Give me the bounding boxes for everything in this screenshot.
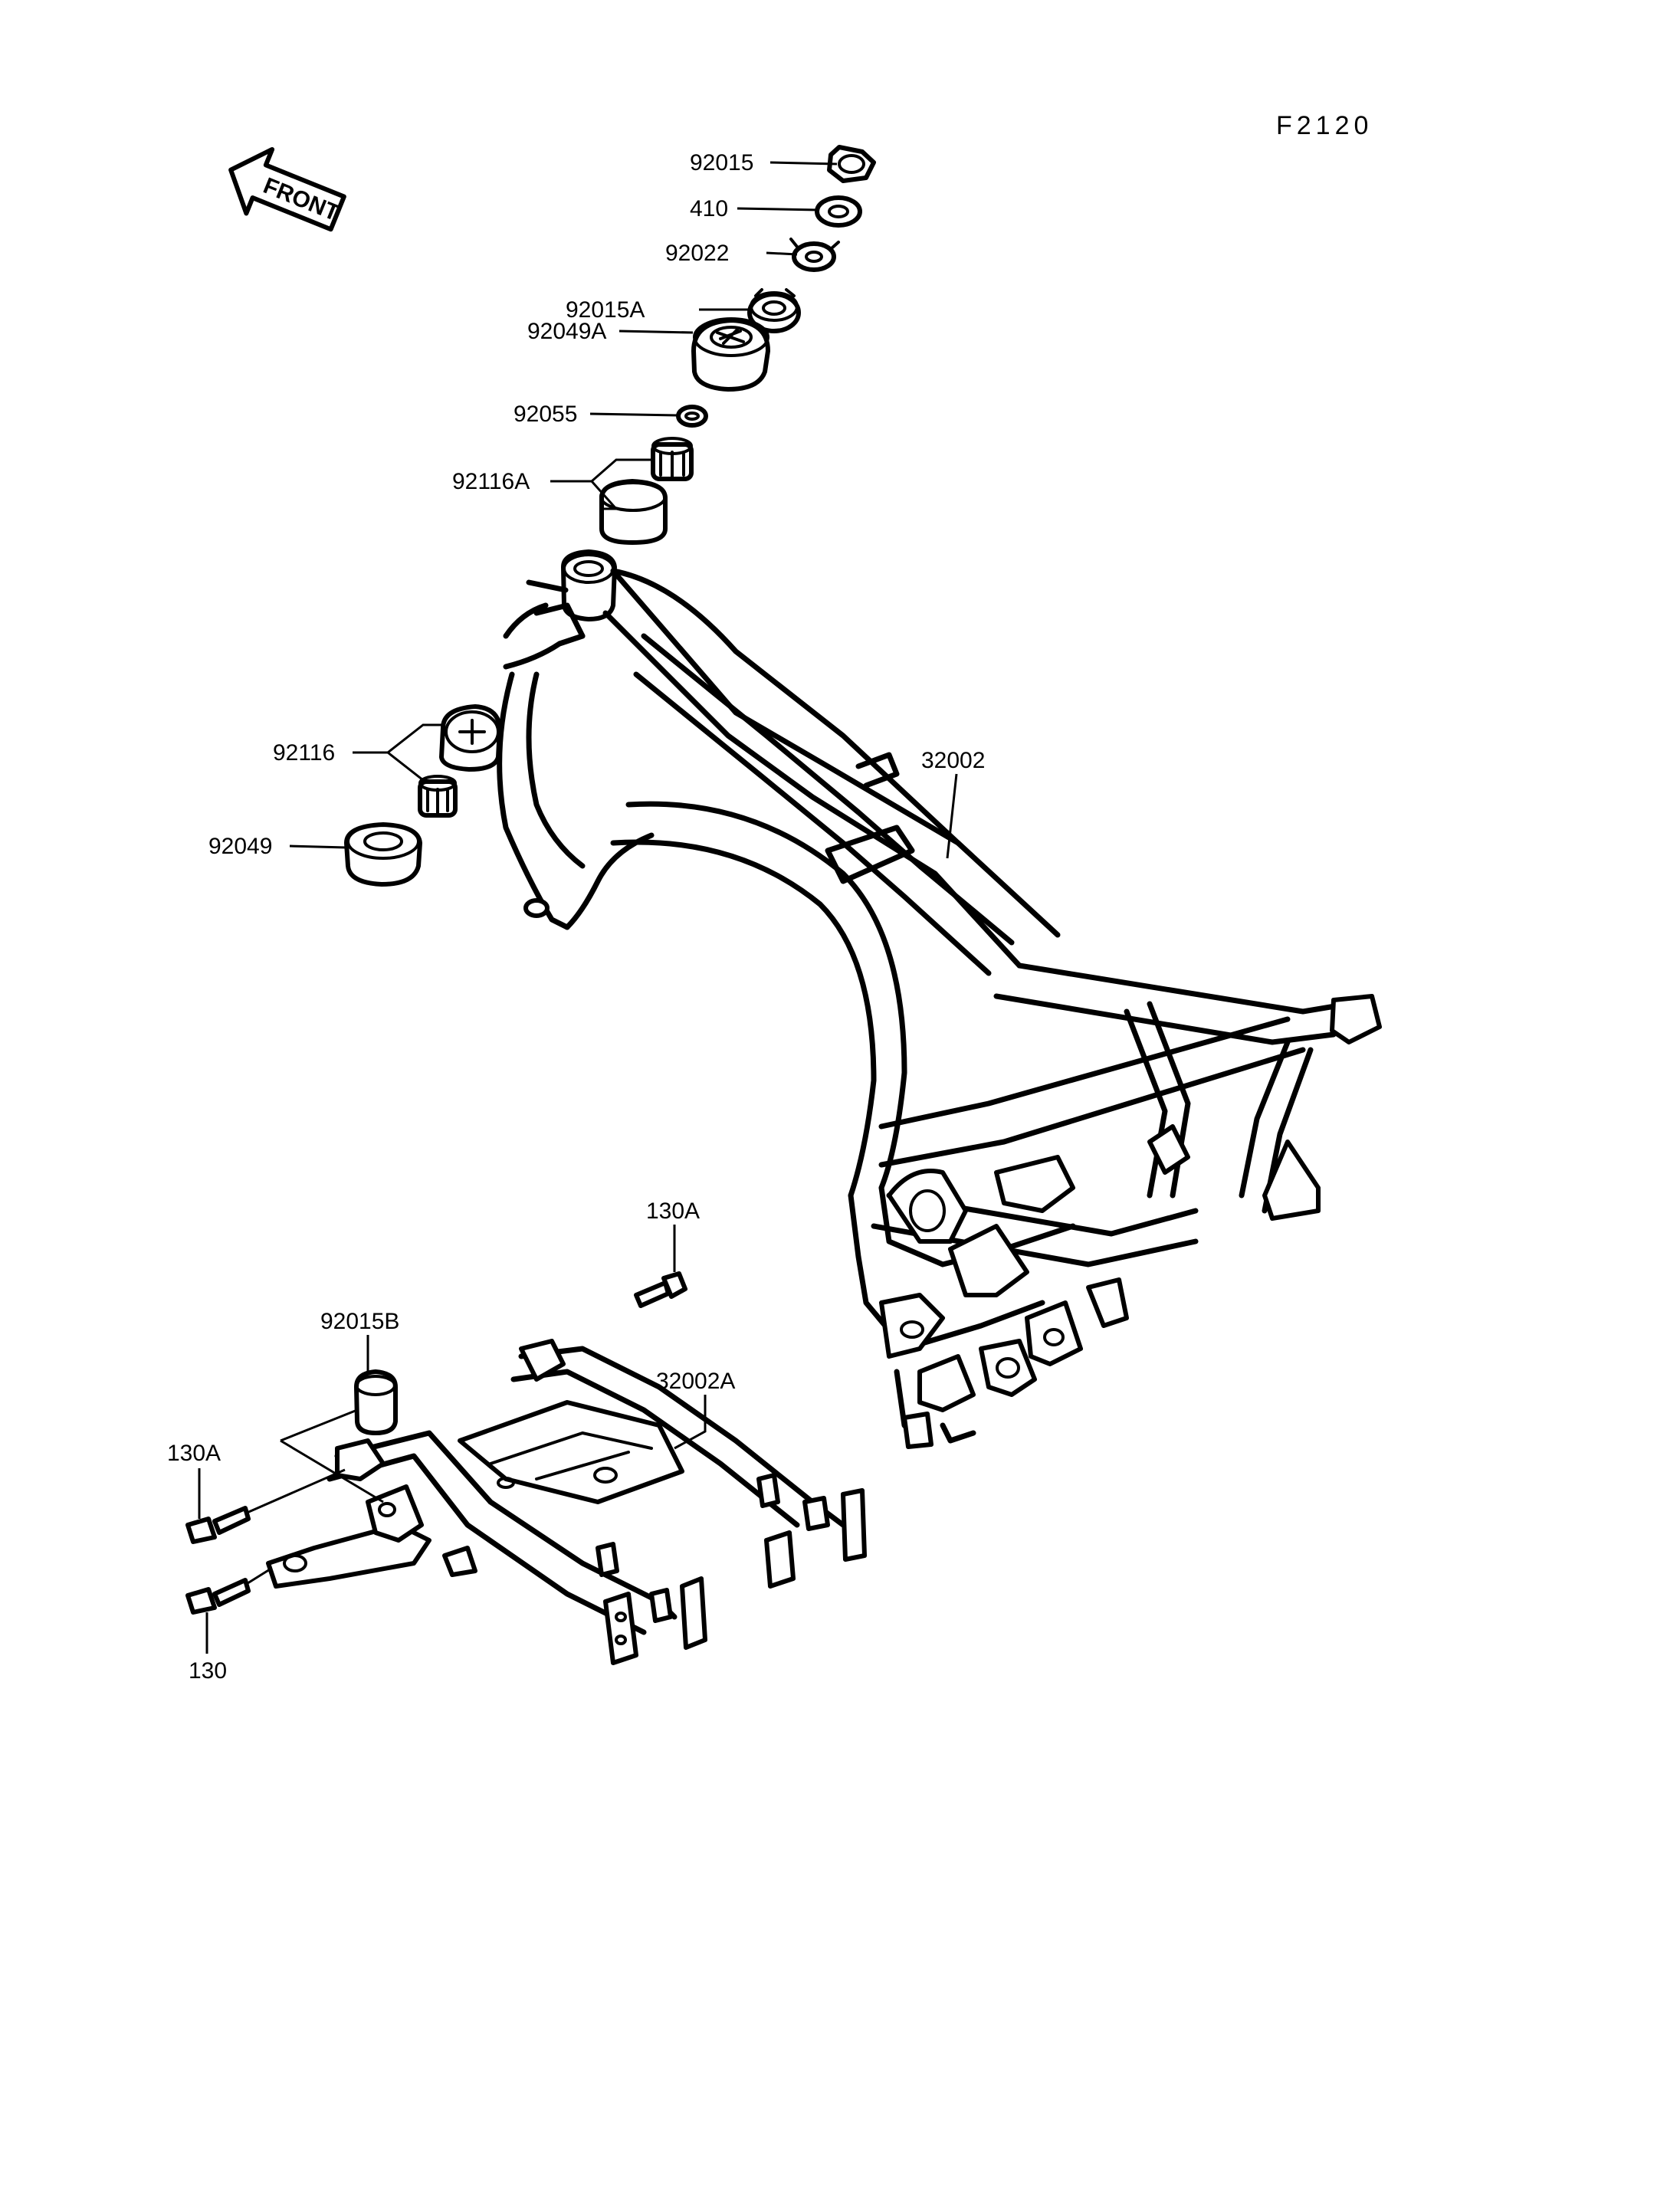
lock-washer-92022-icon	[789, 238, 840, 272]
bearing-race-92049A-icon	[691, 317, 770, 392]
bearing-92116A-icon	[599, 437, 694, 545]
callout-92015: 92015	[690, 150, 753, 175]
callout-92015B: 92015B	[320, 1309, 399, 1334]
washer-410-icon	[815, 195, 862, 228]
callout-92055: 92055	[514, 402, 577, 427]
bearing-race-92049-icon	[344, 822, 422, 887]
figure-code: F2120	[1276, 111, 1373, 140]
callout-130A-top: 130A	[646, 1199, 700, 1224]
callout-92116: 92116	[273, 740, 335, 766]
stem-nut-92015A-icon	[747, 288, 801, 333]
main-frame-32002-icon	[497, 549, 1382, 1449]
nut-92015-icon	[827, 145, 876, 183]
bolt-130A-top-icon	[634, 1271, 687, 1308]
callout-32002: 32002	[921, 748, 985, 773]
front-arrow-icon: FRONT	[228, 146, 346, 232]
bolt-130-icon	[185, 1578, 251, 1615]
bearing-92116-icon	[418, 704, 502, 818]
callout-92049A: 92049A	[527, 319, 606, 344]
callout-410: 410	[690, 196, 728, 221]
callout-92049: 92049	[208, 834, 272, 859]
callout-130: 130	[189, 1658, 227, 1684]
callout-92116A: 92116A	[452, 469, 530, 494]
callout-92015A: 92015A	[566, 297, 645, 323]
seal-92055-icon	[676, 405, 708, 428]
callout-92022: 92022	[665, 241, 729, 266]
collar-92015B-icon	[354, 1369, 398, 1435]
callout-130A-left: 130A	[167, 1441, 221, 1466]
callout-32002A: 32002A	[656, 1369, 735, 1394]
subframe-32002A-icon	[266, 1339, 867, 1665]
bolt-130A-left-icon	[185, 1506, 251, 1544]
